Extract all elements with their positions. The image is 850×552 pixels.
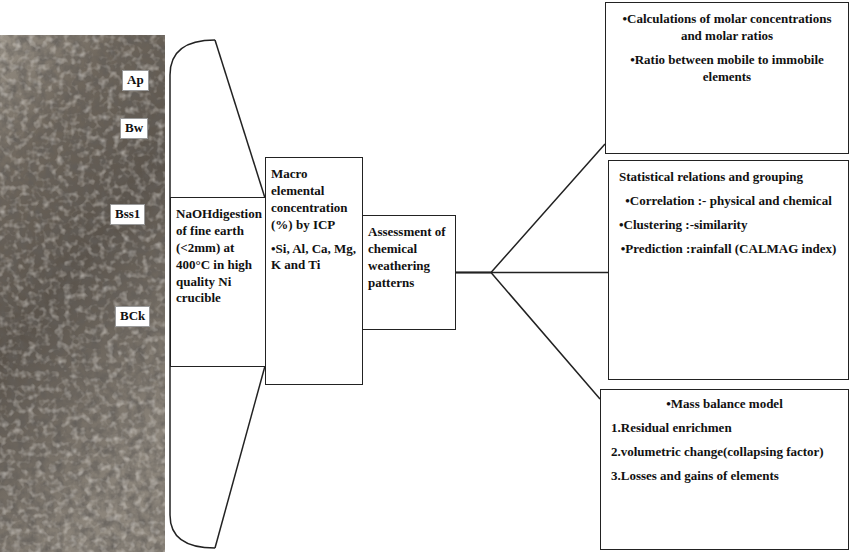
soil-texture (0, 35, 165, 552)
box-heading: Ap (127, 72, 144, 89)
box-item: 2.volumetric change(collapsing factor) (611, 444, 838, 461)
process-box: Macro elemental concentration (%) by ICP… (265, 157, 363, 385)
box-heading: BCk (120, 308, 145, 325)
output-box: •Mass balance model 1.Residual enrichmen 2… (600, 389, 849, 550)
box-heading: •Calculations of molar concentrations an… (616, 11, 838, 45)
box-item: •Prediction :rainfall (CALMAG index) (619, 241, 838, 258)
box-heading: NaOHdigestion of fine earth (<2mm) at 40… (176, 206, 260, 307)
box-heading: •Mass balance model (611, 396, 838, 413)
horizon-label: Bw (120, 118, 148, 139)
soil-texture (0, 35, 165, 552)
horizon-label: Ap (122, 70, 149, 91)
soil-photo (0, 35, 165, 552)
box-item: •Clustering :-similarity (619, 217, 838, 234)
branch-connector (456, 273, 600, 400)
box-item: 1.Residual enrichmen (611, 420, 838, 437)
box-item: •Si, Al, Ca, Mg, K and Ti (271, 241, 357, 275)
branch-connector (456, 144, 605, 273)
output-box: •Calculations of molar concentrations an… (605, 2, 849, 154)
horizon-label: BCk (115, 306, 150, 327)
box-heading: Assessment of chemical weathering patter… (368, 224, 450, 292)
box-item: •Correlation :- physical and chemical (619, 193, 838, 210)
process-box: NaOHdigestion of fine earth (<2mm) at 40… (170, 197, 266, 367)
funnel-line (215, 366, 265, 548)
box-item: •Ratio between mobile to immobile elemen… (616, 52, 838, 86)
box-heading: Statistical relations and grouping (619, 169, 838, 186)
output-box: Statistical relations and grouping •Corre… (608, 160, 849, 380)
funnel-line (215, 40, 265, 198)
box-heading: Bw (125, 120, 143, 137)
box-heading: Bss1 (115, 206, 140, 223)
process-box: Assessment of chemical weathering patter… (362, 215, 456, 330)
box-item: 3.Losses and gains of elements (611, 468, 838, 485)
horizon-label: Bss1 (110, 204, 145, 225)
box-heading: Macro elemental concentration (%) by ICP (271, 166, 357, 234)
